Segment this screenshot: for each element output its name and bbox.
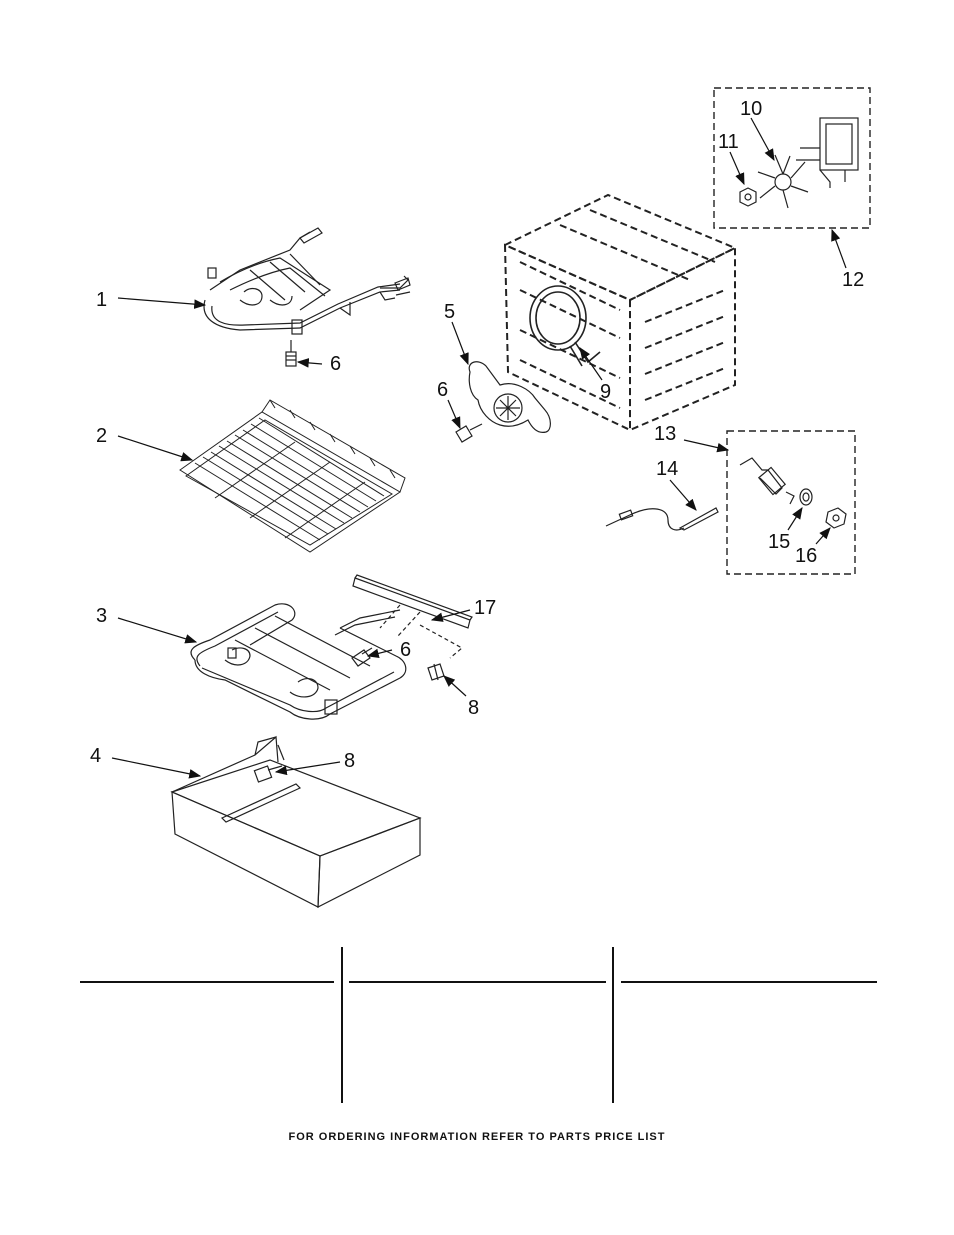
- callout-8-panel: 8: [344, 750, 355, 772]
- callout-8-broil: 8: [468, 697, 479, 719]
- callout-6-top: 6: [330, 353, 341, 375]
- oven-rack: [179, 399, 406, 553]
- callout-6-baffle: 6: [437, 379, 448, 401]
- element-bracket-17: [352, 574, 473, 659]
- callout-12: 12: [842, 269, 864, 291]
- screw-6c: [351, 647, 373, 667]
- sensor-kit-box-13: [726, 430, 856, 575]
- ordering-info-footer: FOR ORDERING INFORMATION REFER TO PARTS …: [288, 1131, 666, 1143]
- callout-5: 5: [444, 301, 455, 323]
- hex-nut-11: [739, 187, 757, 207]
- callout-1: 1: [96, 289, 107, 311]
- leader-lines: [111, 117, 847, 779]
- oven-cavity: [502, 193, 738, 432]
- washer-15: [799, 488, 813, 506]
- fan-blade-10: [757, 154, 809, 209]
- hex-nut-16: [825, 507, 847, 529]
- callout-6-broil: 6: [400, 639, 411, 661]
- fan-baffle-5: [468, 361, 551, 433]
- callout-16: 16: [795, 545, 817, 567]
- fan-motor: [796, 117, 859, 188]
- screw-6a: [285, 340, 297, 367]
- callout-9: 9: [600, 381, 611, 403]
- callout-15: 15: [768, 531, 790, 553]
- parts-table-rules: [80, 947, 877, 1103]
- screw-6b: [455, 423, 483, 443]
- callout-13: 13: [654, 423, 676, 445]
- fan-kit-box-12: [713, 87, 871, 229]
- callout-3: 3: [96, 605, 107, 627]
- bake-element: [203, 227, 411, 335]
- temp-probe-14: [605, 507, 719, 531]
- callout-17: 17: [474, 597, 496, 619]
- callout-2: 2: [96, 425, 107, 447]
- broil-element: [190, 603, 407, 720]
- callout-11: 11: [718, 131, 739, 153]
- screw-8b: [253, 765, 283, 783]
- bottom-panel: [170, 735, 422, 908]
- callout-10: 10: [740, 98, 762, 120]
- callout-14: 14: [656, 458, 678, 480]
- callout-4: 4: [90, 745, 101, 767]
- screw-8a: [427, 663, 445, 681]
- sensor-body: [739, 457, 795, 505]
- convection-element-9: [529, 285, 601, 367]
